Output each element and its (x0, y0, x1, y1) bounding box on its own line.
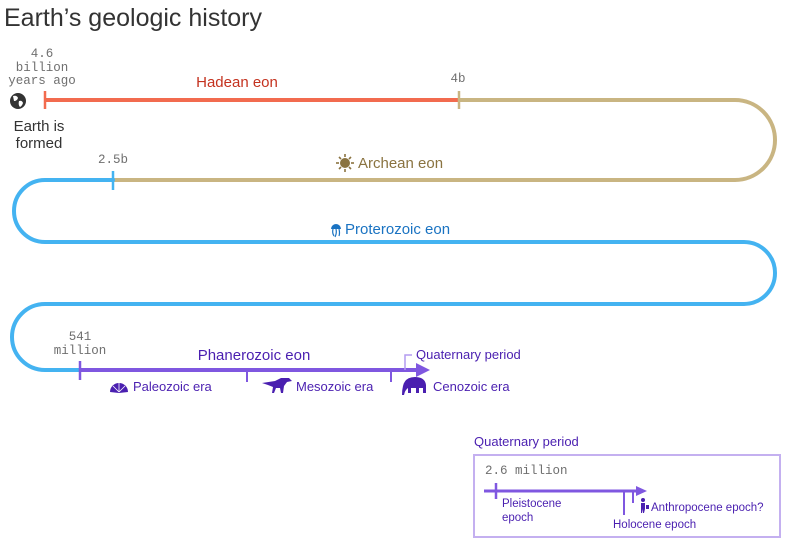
sun-icon (336, 154, 354, 172)
dinosaur-icon (262, 378, 292, 393)
archean-label: Archean eon (358, 155, 443, 172)
cenozoic-label: Cenozoic era (433, 379, 510, 394)
quaternary-label: Quaternary period (416, 347, 521, 362)
m541-label-line1: 541 (69, 330, 92, 344)
person-icon (641, 498, 649, 513)
quaternary-inset: Quaternary period 2.6 million Pleistocen… (473, 434, 781, 538)
inset-start-label: 2.6 million (485, 464, 568, 478)
proterozoic-label: Proterozoic eon (345, 221, 450, 238)
earth-formed-line1: Earth is (14, 118, 65, 135)
paleozoic-label: Paleozoic era (133, 379, 213, 394)
hadean-label: Hadean eon (196, 74, 278, 91)
four-b-label: 4b (450, 72, 465, 86)
holocene-label: Holocene epoch (613, 519, 696, 531)
page-title: Earth’s geologic history (4, 4, 263, 32)
pleistocene-line1: Pleistocene (502, 498, 561, 510)
pleistocene-line2: epoch (502, 512, 533, 524)
shell-icon (110, 383, 128, 393)
quaternary-bracket (404, 354, 412, 370)
start-label-line3: years ago (8, 74, 76, 88)
mesozoic-label: Mesozoic era (296, 379, 374, 394)
earth-formed-line2: formed (16, 135, 63, 152)
jellyfish-icon (331, 224, 341, 238)
start-label-line1: 4.6 (31, 47, 54, 61)
globe-icon (10, 93, 26, 109)
proterozoic-track (10, 178, 777, 372)
inset-title: Quaternary period (474, 434, 579, 449)
inset-box (473, 454, 781, 538)
phanerozoic-arrowhead (416, 363, 430, 377)
two-five-b-label: 2.5b (98, 153, 128, 167)
mammoth-icon (402, 377, 426, 395)
inset-arrowhead (636, 486, 647, 496)
start-label-line2: billion (16, 61, 69, 75)
m541-label-line2: million (54, 344, 107, 358)
anthropocene-label: Anthropocene epoch? (651, 502, 764, 514)
archean-track (111, 98, 777, 182)
phanerozoic-label: Phanerozoic eon (198, 347, 311, 364)
